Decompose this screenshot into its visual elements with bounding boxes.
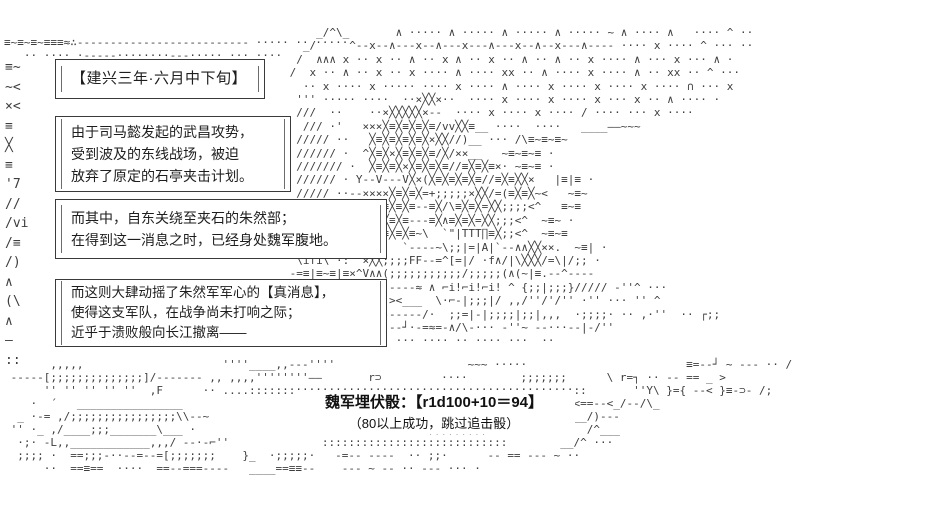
narration-box-3-text: 而这则大肆动摇了朱然军军心的【真消息】， 使得这支军队，在战争尚未打响之际； 近… [61, 281, 381, 345]
narration-box-1-text: 由于司马懿发起的武昌攻势， 受到波及的东线战场，被迫 放弃了原定的石亭夹击计划。 [61, 119, 285, 189]
narration-box-2-text: 而其中，自东关绕至夹石的朱然部； 在得到这一消息之时，已经身处魏军腹地。 [61, 205, 381, 253]
narration-box-3: 而这则大肆动摇了朱然军军心的【真消息】， 使得这支军队，在战争尚未打响之际； 近… [55, 279, 387, 347]
dice-roll-condition: （80以上成功，跳过追击骰） [348, 416, 520, 431]
narration-box-1: 由于司马懿发起的武昌攻势， 受到波及的东线战场，被迫 放弃了原定的石亭夹击计划。 [55, 116, 291, 192]
ascii-art-mountain-forest: _/^\_ ∧ ····· ∧ ····· ∧ ····· ∧ ····· ~ … [289, 26, 754, 348]
ascii-art-left-column: ≡~ ~< ×< ≡ ╳ ≡ '7 // /vi /≡ /) ∧ (\ ∧ — … [5, 60, 29, 368]
era-box: 【建兴三年·六月中下旬】 [55, 59, 265, 99]
dice-roll-formula: 魏军埋伏骰：【r1d100+10＝94】 [325, 394, 543, 411]
dice-roll-result: 魏军埋伏骰：【r1d100+10＝94】 （80以上成功，跳过追击骰） [293, 391, 575, 434]
narration-box-2: 而其中，自东关绕至夹石的朱然部； 在得到这一消息之时，已经身处魏军腹地。 [55, 199, 387, 259]
era-box-text: 【建兴三年·六月中下旬】 [61, 66, 259, 92]
